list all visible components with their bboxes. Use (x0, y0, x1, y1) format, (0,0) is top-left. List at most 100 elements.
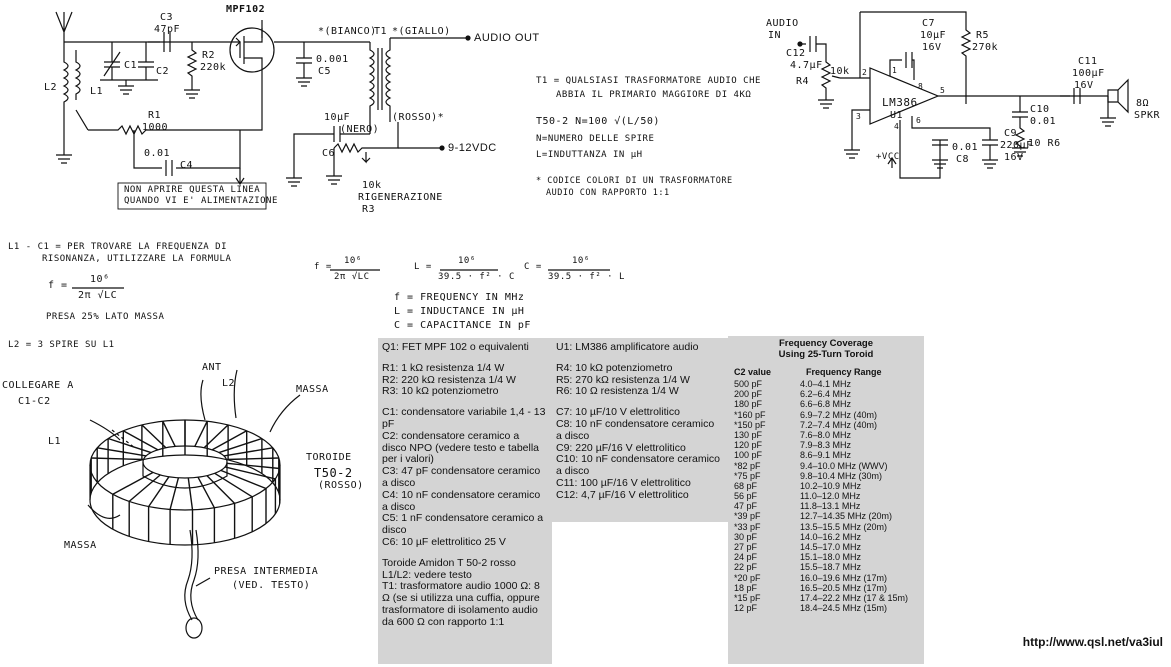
coverage-frequency-range: 16.5–20.5 MHz (17m) (800, 582, 888, 593)
coverage-frequency-range: 6.6–6.8 MHz (800, 399, 852, 410)
c11-label: C11 (1078, 56, 1098, 67)
color-code-note-2: AUDIO CON RAPPORTO 1:1 (546, 188, 670, 198)
toroid-massa-bottom: MASSA (64, 540, 97, 551)
coverage-frequency-range: 9.8–10.4 MHz (30m) (800, 470, 883, 481)
audio-in-label: AUDIO (766, 18, 799, 29)
pin-5: 5 (940, 86, 946, 95)
collegare-label-2: C1-C2 (18, 396, 51, 407)
eq-l-lhs: L = (414, 262, 432, 272)
resonance-f-num: 10⁶ (90, 274, 110, 285)
coverage-frequency-range: 11.8–13.1 MHz (800, 501, 861, 512)
t1-note-2: ABBIA IL PRIMARIO MAGGIORE DI 4KΩ (556, 90, 752, 100)
r3-label: R3 (362, 204, 376, 215)
toroid-winding (194, 420, 208, 447)
coverage-row: 27 pF 14.5–17.0 MHz (730, 542, 922, 552)
coverage-c2-value: *33 pF (734, 521, 761, 532)
frequency-coverage-table: Frequency Coverage Using 25-Turn Toroid … (728, 336, 924, 664)
coverage-c2-value: 120 pF (734, 440, 763, 451)
t50-formula: T50-2 N=100 √(L/50) (536, 116, 660, 127)
coverage-c2-value: 18 pF (734, 582, 758, 593)
parts_right-line: U1: LM386 amplificatore audio (556, 341, 699, 353)
t1-note-1: T1 = QUALSIASI TRASFORMATORE AUDIO CHE (536, 76, 761, 86)
l1c1-note-1: L1 - C1 = PER TROVARE LA FREQUENZA DI (8, 242, 227, 252)
toroid-winding (223, 447, 273, 457)
parts_right-line: R6: 10 Ω resistenza 1/4 W (556, 385, 679, 398)
parts_right-line: C10: 10 nF condensatore ceramico (556, 453, 721, 466)
nero-label: (NERO) (340, 124, 380, 135)
toroid-winding (91, 457, 144, 461)
c9-label: C9 (1004, 128, 1018, 139)
r1-value: 1000 (142, 122, 169, 133)
coverage-c2-value: 22 pF (734, 562, 758, 573)
coverage-frequency-range: 17.4–22.2 MHz (17 & 15m) (800, 592, 909, 603)
pin-6: 6 (916, 116, 922, 125)
presa-intermedia-1: PRESA INTERMEDIA (214, 566, 319, 577)
in-label: IN (768, 30, 782, 41)
toroid-type-3: (ROSSO) (318, 480, 364, 491)
c3-value: 47pF (154, 24, 181, 35)
toroid-winding (211, 430, 248, 451)
c9-value-1: 220µF (1000, 140, 1033, 151)
toroid-winding (203, 424, 229, 449)
resonance-f-den: 2π √LC (78, 290, 118, 301)
n-definition: N=NUMERO DELLE SPIRE (536, 134, 655, 144)
def-inductance: L = INDUCTANCE IN µH (394, 306, 525, 317)
c8-value: 0.01 (952, 142, 979, 153)
toroid-winding (226, 457, 279, 461)
parts_left-line: da 600 Ω con rapporto 1:1 (382, 615, 505, 628)
resonance-f-lhs: f = (48, 280, 68, 291)
parts_left-line: C2: condensatore ceramico a (382, 429, 520, 442)
c5-label: C5 (318, 66, 332, 77)
eq-c-lhs: C = (524, 262, 542, 272)
parts_left-line: pF (382, 417, 395, 430)
coverage-c2-value: *160 pF (734, 409, 766, 420)
toroid-winding (128, 474, 161, 502)
coverage-c2-value: 100 pF (734, 450, 763, 461)
r6-label: 10 R6 (1028, 138, 1061, 149)
parts_right-line: R4: 10 kΩ potenziometro (556, 361, 673, 374)
coverage-c2-value: *20 pF (734, 572, 761, 583)
coverage-c2-value: 47 pF (734, 501, 758, 512)
l2-note: L2 = 3 SPIRE SU L1 (8, 340, 115, 350)
parts_right-line: a disco (556, 465, 590, 478)
coverage-frequency-range: 14.5–17.0 MHz (800, 542, 862, 552)
speaker-label: SPKR (1134, 110, 1161, 121)
pin-8: 8 (918, 82, 924, 91)
coverage-c2-value: 27 pF (734, 542, 758, 552)
coverage-title: Frequency Coverage Using 25-Turn Toroid (778, 338, 874, 360)
eq-l-den: 39.5 · f² · C (438, 272, 515, 282)
parts_left-line: C6: 10 µF elettrolitico 25 V (382, 535, 506, 548)
warning-line-2: QUANDO VI E' ALIMENTAZIONE (124, 196, 278, 206)
parts_left-line: C4: 10 nF condensatore ceramico (382, 488, 541, 501)
toroid-winding (187, 477, 194, 510)
bianco-label: *(BIANCO) (318, 26, 377, 37)
toroid-winding (97, 447, 147, 457)
coverage-frequency-range: 7.6–8.0 MHz (800, 429, 852, 440)
coverage-frequency-range: 18.4–24.5 MHz (15m) (800, 603, 888, 614)
coverage-c2-value: *75 pF (734, 470, 761, 481)
u1-label: U1 (890, 110, 904, 121)
c3-label: C3 (160, 12, 174, 23)
coverage-frequency-range: 7.9–8.3 MHz (800, 440, 852, 451)
rosso-label: (ROSSO)* (392, 112, 445, 123)
r4-label: R4 (796, 76, 810, 87)
c10-label: C10 (1030, 104, 1050, 115)
c7-label: C7 (922, 18, 936, 29)
parts_left-line: per i valori) (382, 453, 434, 466)
c5-value: 0.001 (316, 54, 349, 65)
eq-f-num: 10⁶ (344, 256, 362, 266)
coverage-c2-value: *39 pF (734, 511, 761, 522)
coverage-c2-value: 12 pF (734, 603, 758, 614)
eq-c-den: 39.5 · f² · L (548, 272, 625, 282)
fet-label: MPF102 (226, 4, 266, 15)
